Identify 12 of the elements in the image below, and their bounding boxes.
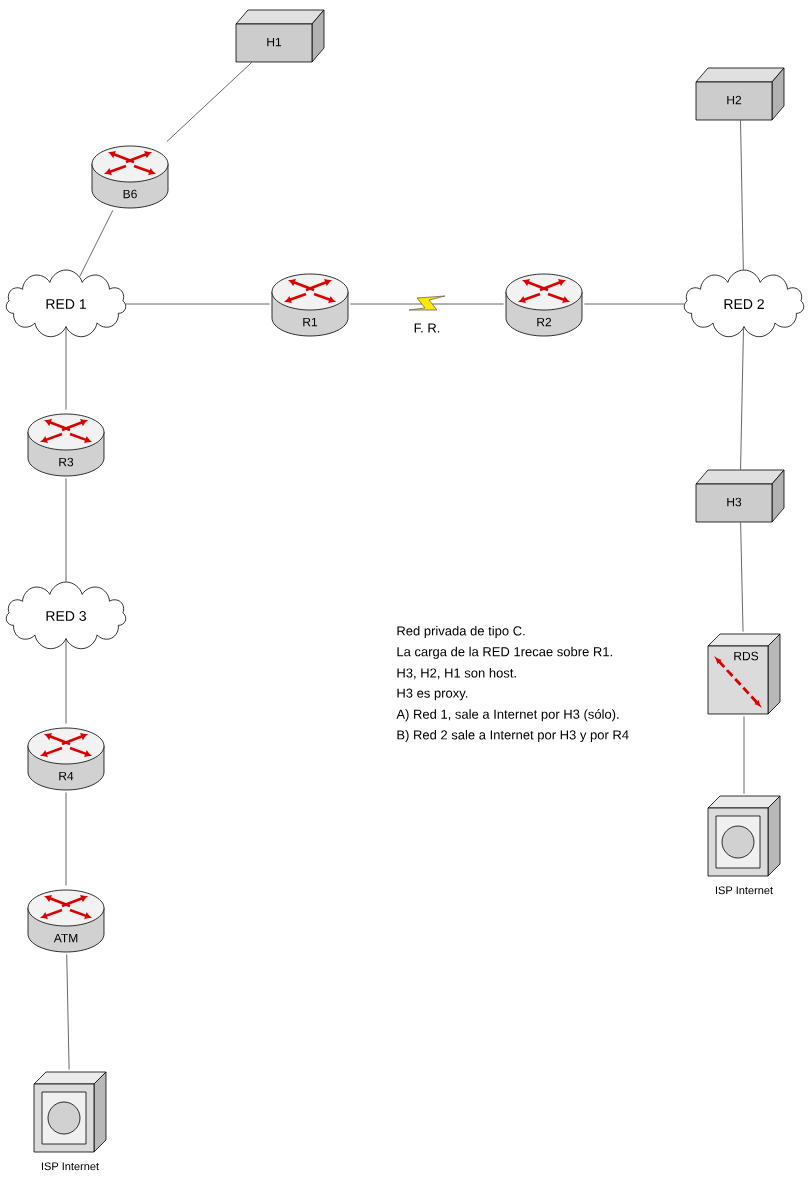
connector xyxy=(740,328,744,470)
connector xyxy=(166,62,253,142)
connector xyxy=(66,954,70,1070)
connector xyxy=(125,303,270,305)
connector xyxy=(79,210,114,277)
connector xyxy=(584,303,685,305)
connector xyxy=(65,478,67,582)
connector xyxy=(740,120,744,270)
connector xyxy=(740,522,744,632)
connector xyxy=(65,792,67,886)
connector xyxy=(350,303,504,305)
connector xyxy=(743,716,745,794)
